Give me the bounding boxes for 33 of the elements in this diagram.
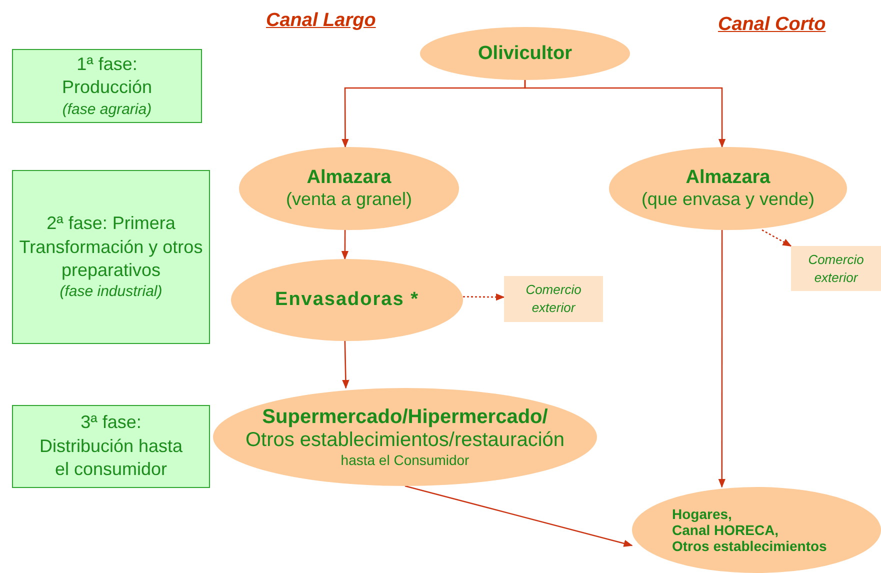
dotted-arrow [463, 293, 505, 301]
phase-box [12, 405, 210, 488]
node-text: (fase industrial) [60, 282, 162, 302]
node-text: (fase agraria) [62, 100, 152, 120]
node-text: 1ª fase: Producción [60, 52, 154, 100]
node-text: Hogares, [672, 506, 732, 522]
phase-box [12, 170, 210, 344]
arrow [524, 80, 726, 148]
arrow [404, 485, 633, 547]
node-text: Almazara [686, 167, 770, 189]
node-text: Otros establecimientos/restauración [245, 429, 565, 452]
node-text: hasta el Consumidor [340, 452, 470, 468]
export-box [504, 276, 603, 322]
node-text: Otros establecimientos [672, 538, 827, 554]
node-text: Comercio exterior [807, 250, 865, 286]
node-text: Supermercado/Hipermercado/ [262, 406, 548, 429]
node-text: Olivicultor [478, 42, 572, 64]
arrow [342, 340, 350, 389]
node-text: Almazara [306, 167, 392, 189]
arrow [341, 230, 349, 260]
node-text: 2ª fase: Primera Transformación y otros preparativos [18, 212, 204, 282]
node-text: Comercio exterior [524, 281, 582, 317]
dotted-arrow [762, 229, 792, 247]
node-text: (venta a granel) [286, 189, 412, 210]
channel-heading: Canal Largo [266, 10, 376, 32]
export-box [791, 246, 881, 291]
node-text: Envasadoras * [275, 289, 419, 311]
arrow [718, 230, 726, 488]
channel-heading: Canal Corto [718, 14, 826, 36]
node-text: 3ª fase: Distribución hasta el consumidor [38, 411, 184, 482]
node-text: (que envasa y vende) [641, 189, 815, 210]
phase-box [12, 49, 202, 123]
node-text: Canal HORECA, [672, 522, 779, 538]
